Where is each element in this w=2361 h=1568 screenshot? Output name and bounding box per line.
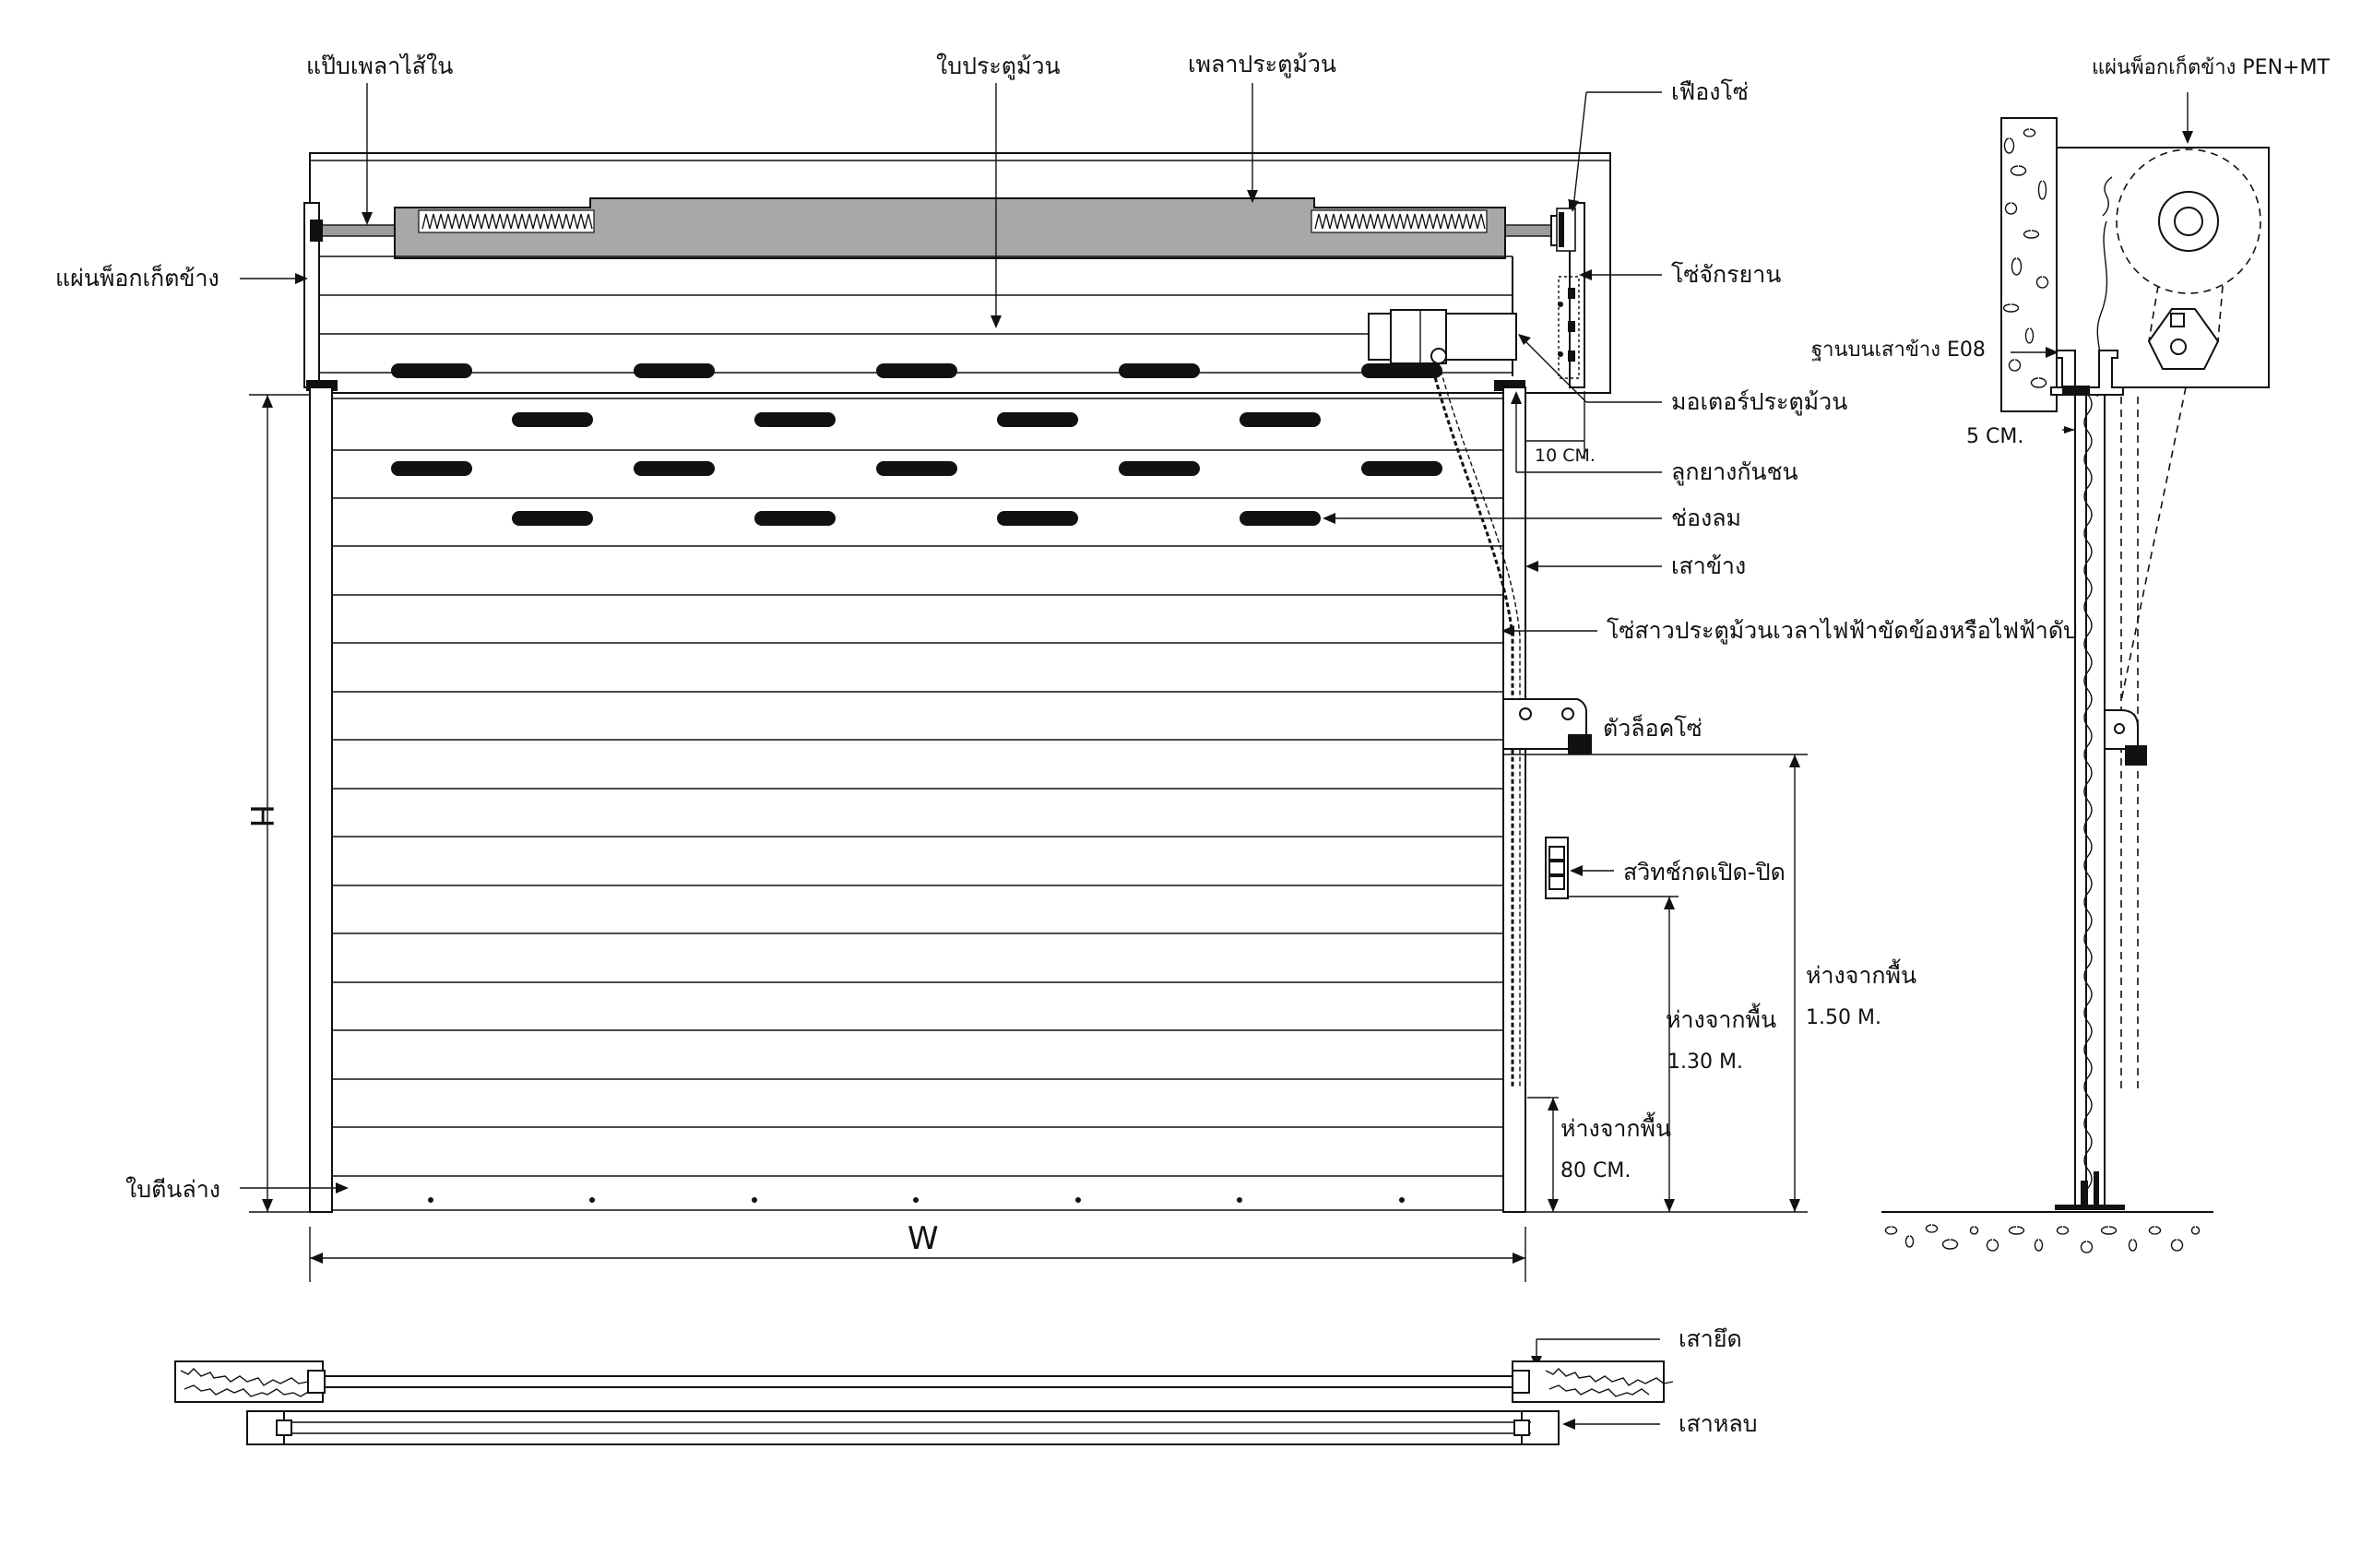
label-side-post: เสาข้าง xyxy=(1671,552,1746,579)
label-10cm: 10 CM. xyxy=(1535,445,1596,466)
dimension-lines xyxy=(249,391,1808,1282)
leader-lines xyxy=(240,83,1662,1430)
label-side-bracket: แผ่นพ็อกเก็ตข้าง xyxy=(55,264,219,291)
label-chain-lock: ตัวล็อคโซ่ xyxy=(1603,714,1703,742)
label-vent: ช่องลม xyxy=(1671,505,1741,531)
label-width: W xyxy=(908,1220,939,1257)
label-dim-130-line1: ห่างจากพื้น xyxy=(1666,1003,1776,1033)
label-door-sheet: ใบประตูม้วน xyxy=(936,53,1061,80)
label-base-e08: ฐานบนเสาข้าง E08 xyxy=(1811,339,1986,362)
label-side-pocket-plate: แผ่นพ็อกเก็ตข้าง PEN+MT xyxy=(2092,53,2330,79)
chain-lock xyxy=(1502,698,1592,754)
right-side-post xyxy=(1502,386,1526,1213)
door-slats xyxy=(332,398,1503,1211)
label-dim-150-line2: 1.50 M. xyxy=(1806,1006,1881,1029)
label-door-motor: มอเตอร์ประตูม้วน xyxy=(1671,388,1847,416)
label-dim-150-line1: ห่างจากพื้น xyxy=(1806,958,1916,989)
door-roll xyxy=(394,197,1506,259)
left-side-post xyxy=(309,386,333,1213)
label-switch: สวิทช์กดเปิด-ปิด xyxy=(1623,859,1786,885)
label-bottom-sheet: ใบตีนล่าง xyxy=(125,1176,220,1203)
left-spring xyxy=(421,213,593,230)
front-elevation xyxy=(303,152,1611,1213)
vent-holes xyxy=(391,363,1442,526)
label-flap-shaft: แป๊บเพลาไส้ใน xyxy=(306,53,453,79)
pocket-plate-box xyxy=(2056,147,2270,388)
label-dim-130-line2: 1.30 M. xyxy=(1667,1051,1743,1074)
pull-chain xyxy=(1430,362,1514,1088)
label-dim-80-line1: ห่างจากพื้น xyxy=(1560,1111,1671,1142)
right-spring xyxy=(1314,213,1486,230)
open-close-switch xyxy=(1545,837,1569,899)
side-section xyxy=(1881,92,2270,1253)
label-fixed-post: เสายึด xyxy=(1679,1325,1742,1352)
label-chain-gear: เฟืองโซ่ xyxy=(1671,78,1749,105)
label-door-shaft: เพลาประตูม้วน xyxy=(1188,51,1336,78)
bike-chain-drive xyxy=(1558,276,1580,379)
label-dim-80-line2: 80 CM. xyxy=(1560,1159,1631,1182)
text-labels: แป๊บเพลาไส้ใน ใบประตูม้วน เพลาประตูม้วน … xyxy=(55,51,2330,1437)
door-motor xyxy=(1368,309,1517,364)
label-5cm: 5 CM. xyxy=(1966,425,2023,448)
plan-view xyxy=(174,1360,1674,1445)
label-bike-chain: โซ่จักรยาน xyxy=(1671,261,1781,288)
label-height: H xyxy=(243,804,279,828)
label-pull-chain: โซ่สาวประตูม้วนเวลาไฟฟ้าขัดข้องหรือไฟฟ้า… xyxy=(1607,617,2078,645)
bottom-sheet-dots xyxy=(428,1197,1405,1203)
label-removable-post: เสาหลบ xyxy=(1679,1410,1758,1437)
label-rubber-stopper: ลูกยางกันชน xyxy=(1671,458,1798,486)
